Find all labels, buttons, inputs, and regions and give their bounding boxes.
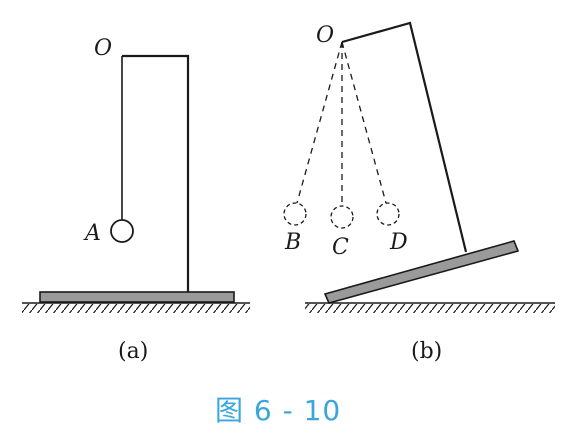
ball-label-d: D xyxy=(389,230,408,255)
string-b xyxy=(296,41,343,204)
figure-a: O A (a) xyxy=(22,36,250,364)
pivot-label-b: O xyxy=(316,23,334,48)
ground-hatch-b xyxy=(305,304,555,313)
figure-caption: 图 6 - 10 xyxy=(215,394,341,427)
subfigure-label-a: (a) xyxy=(118,339,148,364)
board-a xyxy=(39,291,235,303)
frame-a xyxy=(122,54,190,292)
ball-a xyxy=(110,219,134,243)
ball-label-a: A xyxy=(83,221,101,246)
ball-label-c: C xyxy=(332,235,349,260)
ball-label-b: B xyxy=(284,230,301,255)
ball-c xyxy=(330,205,354,229)
string-d xyxy=(341,41,387,204)
figure-b: O B C D (b) xyxy=(283,21,555,364)
ball-b xyxy=(283,202,307,226)
subfigure-label-b: (b) xyxy=(411,339,442,364)
frame-b xyxy=(341,21,468,253)
pivot-label-a: O xyxy=(94,36,112,61)
board-b xyxy=(323,240,520,304)
ball-d xyxy=(376,202,400,226)
ground-hatch-a xyxy=(22,304,250,313)
